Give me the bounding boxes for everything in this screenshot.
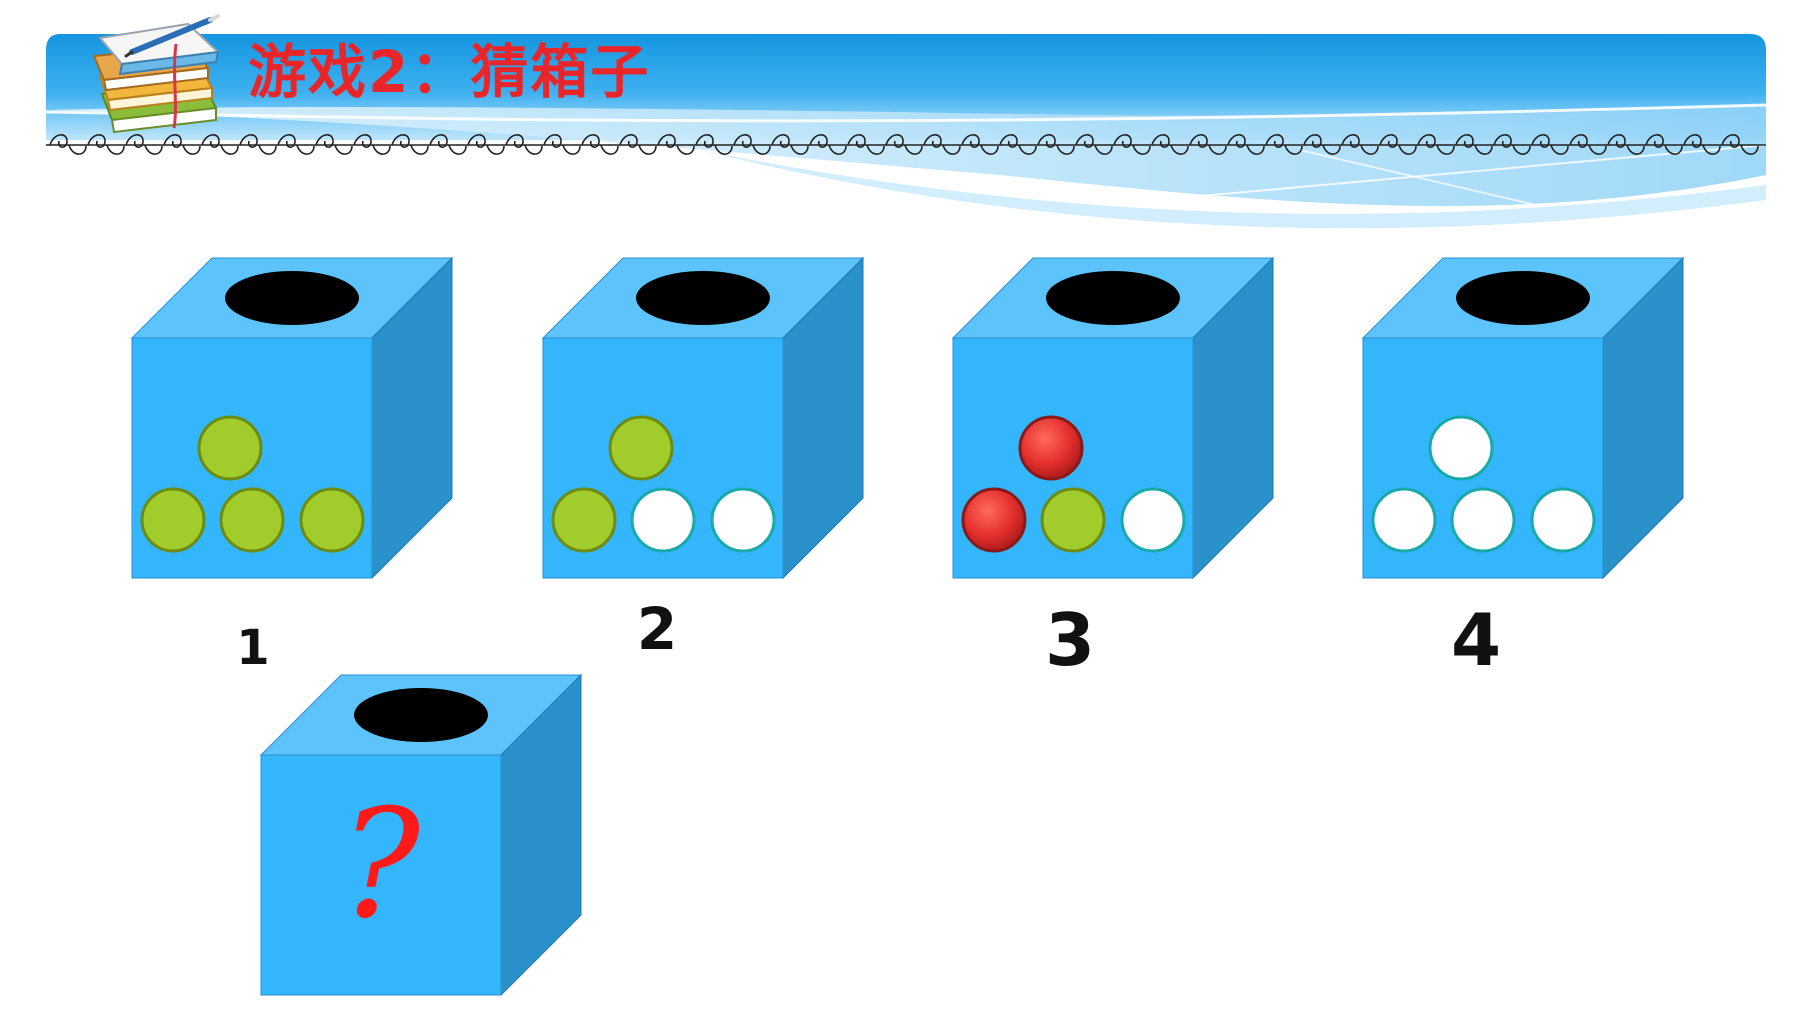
box-number-2: 2: [636, 595, 678, 663]
box-3-hole: [1046, 271, 1180, 325]
ball-white: [1530, 487, 1596, 553]
swirl-ornament: [885, 134, 923, 155]
swirl-ornament: [1227, 134, 1265, 155]
swirl-ornament: [1683, 134, 1721, 155]
ball-red: [1018, 415, 1084, 481]
swirl-ornament: [1607, 134, 1645, 155]
swirl-ornament: [1493, 134, 1531, 155]
swirl-ornament: [923, 134, 961, 155]
swirl-ornament: [999, 134, 1037, 155]
swirl-ornament: [809, 134, 847, 155]
swirl-ornament: [201, 134, 239, 155]
box-2-hole: [636, 271, 770, 325]
swirl-ornament: [49, 134, 87, 155]
ball-green: [197, 415, 263, 481]
swirl-ornament: [1379, 134, 1417, 155]
ball-green: [219, 487, 285, 553]
swirl-ornament: [1075, 134, 1113, 155]
swirl-ornament: [353, 134, 391, 155]
swirl-ornament: [695, 134, 733, 155]
swirl-ornament: [505, 134, 543, 155]
swirl-ornament: [1303, 134, 1341, 155]
ball-white: [1450, 487, 1516, 553]
header-banner: [45, 34, 1767, 229]
box-number-3: 3: [1044, 598, 1096, 682]
swirl-ornament: [87, 134, 125, 155]
swirl-ornament: [847, 134, 885, 155]
ball-green: [299, 487, 365, 553]
ball-white: [630, 487, 696, 553]
swirl-ornament: [657, 134, 695, 155]
swirl-ornament: [429, 134, 467, 155]
box-number-4: 4: [1450, 598, 1502, 682]
swirl-ornament: [391, 134, 429, 155]
ball-green: [608, 415, 674, 481]
swirl-ornament: [239, 134, 277, 155]
ball-white: [1120, 487, 1186, 553]
ball-white: [710, 487, 776, 553]
swirl-ornament: [733, 134, 771, 155]
swirl-ornament: [1417, 134, 1455, 155]
header-wave-light: [45, 103, 1767, 123]
swirl-ornament: [1341, 134, 1379, 155]
header-wave-bottom: [700, 150, 1766, 229]
ball-green: [140, 487, 206, 553]
mystery-box: [259, 673, 583, 997]
ball-red: [961, 487, 1027, 553]
mystery-box-hole: [354, 688, 488, 742]
box-2: [541, 256, 865, 580]
swirl-ornament: [1189, 134, 1227, 155]
swirl-ornament: [1113, 134, 1151, 155]
swirl-ornament: [1645, 134, 1683, 155]
header-wave: [46, 105, 1766, 206]
swirl-ornament: [467, 134, 505, 155]
swirl-ornament: [771, 134, 809, 155]
ball-green: [551, 487, 617, 553]
swirl-ornament: [1455, 134, 1493, 155]
box-4: [1361, 256, 1685, 580]
swirl-ornament: [543, 134, 581, 155]
swirl-ornament: [1265, 134, 1303, 155]
swirl-border-divider: [46, 134, 1766, 155]
books-pen-icon: [92, 14, 221, 134]
box-4-hole: [1456, 271, 1590, 325]
box-1: [130, 256, 454, 580]
swirl-ornament: [1151, 134, 1189, 155]
swirl-ornament: [1569, 134, 1607, 155]
page-title: 游戏2：猜箱子: [248, 38, 651, 106]
swirl-ornament: [163, 134, 201, 155]
box-1-hole: [225, 271, 359, 325]
swirl-ornament: [619, 134, 657, 155]
ball-white: [1428, 415, 1494, 481]
mystery-box-front: [260, 754, 502, 996]
box-3: [951, 256, 1275, 580]
swirl-ornament: [1531, 134, 1569, 155]
boxes-group: [130, 256, 1685, 997]
swirl-ornament: [315, 134, 353, 155]
box-number-1: 1: [236, 620, 270, 676]
swirl-ornament: [961, 134, 999, 155]
swirl-ornament: [1721, 134, 1759, 155]
ball-white: [1371, 487, 1437, 553]
question-mark: ?: [339, 778, 421, 952]
swirl-ornament: [1037, 134, 1075, 155]
swirl-ornament: [125, 134, 163, 155]
ball-green: [1040, 487, 1106, 553]
swirl-ornament: [277, 134, 315, 155]
swirl-ornament: [581, 134, 619, 155]
